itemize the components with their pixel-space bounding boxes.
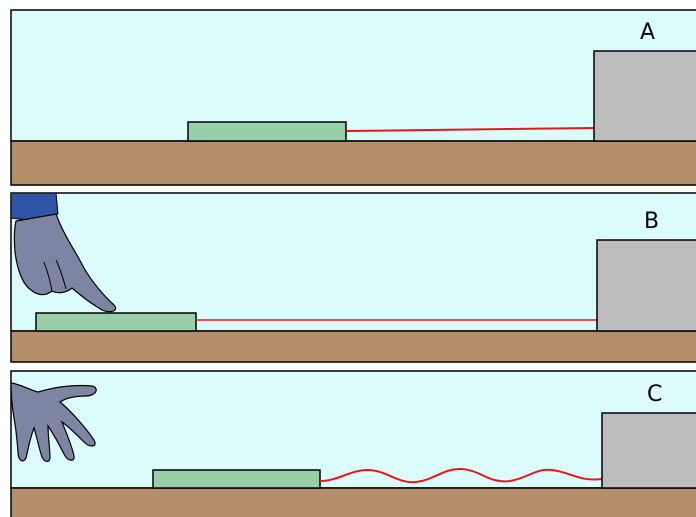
panel-b-ground (10, 330, 696, 363)
panel-a-block (593, 50, 696, 142)
panel-c: C (10, 370, 696, 517)
panel-a-sky (10, 9, 696, 142)
open-hand-shape (10, 382, 97, 463)
panel-a: A (10, 9, 696, 186)
panel-b: B (10, 192, 696, 363)
pressing-hand-icon (10, 192, 117, 313)
panel-c-string (319, 467, 603, 484)
panel-a-slab (187, 121, 347, 142)
panel-c-ground (10, 487, 696, 517)
open-hand-icon (10, 382, 97, 463)
panel-a-label: A (640, 20, 655, 45)
hand-shape (13, 213, 117, 313)
panel-a-ground (10, 140, 696, 186)
panel-a-string (345, 127, 595, 132)
panel-c-block (601, 412, 696, 489)
panel-c-label: C (647, 382, 662, 407)
panel-b-slab (35, 312, 197, 332)
panel-c-slab (152, 469, 321, 489)
panel-b-sky (10, 192, 696, 332)
finger-creases (43, 259, 67, 292)
panel-b-block (596, 239, 696, 332)
panel-b-label: B (644, 209, 659, 234)
panel-c-sky (10, 370, 696, 489)
